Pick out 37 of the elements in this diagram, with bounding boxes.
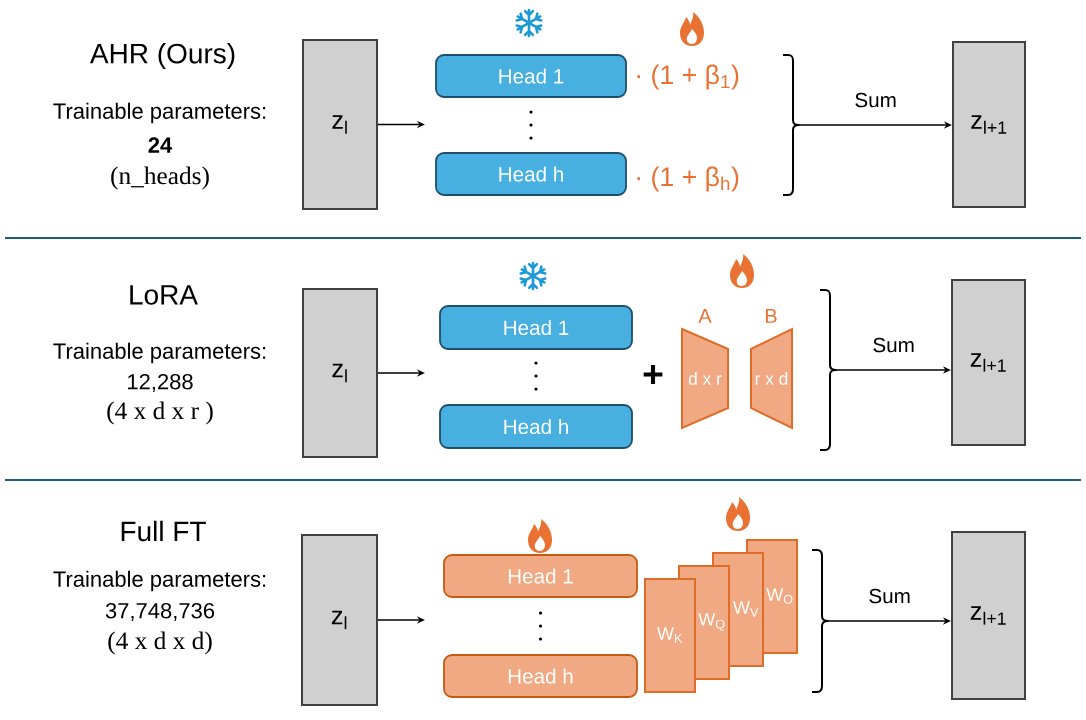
formula-text: (4 x d x d) [108,631,212,655]
vector-box: z$_{l+1}$ [951,279,1026,446]
section-heading: LoRA [130,285,198,305]
head-box: Head 1 [435,54,627,98]
vector-box: z$_{l}$ [301,534,378,706]
parameter-count: 37,748,736 [105,602,215,622]
parameter-label: Trainable parameters: [53,342,266,364]
brace [819,289,837,451]
vector-box: z$_{l+1}$ [952,41,1026,208]
multiplier-text: · (1 + β$_{h}$) [637,166,739,192]
parameter-label: Trainable parameters: [53,570,266,592]
multiplier-text: · (1 + β$_{1}$) [637,64,739,90]
head-box: Head h [443,654,638,698]
formula-text: (4 x d x r ) [107,401,213,425]
matrix-card: W$_{K}$ [644,578,696,693]
head-box: Head h [435,152,627,196]
edge-label: Sum [853,91,899,109]
parameter-count: 24 [148,137,173,153]
section-heading: Full FT [121,520,206,542]
parameter-label: Trainable parameters: [53,102,266,124]
matrix-trapezoid: r x d [750,327,793,430]
head-box: Head 1 [443,554,638,598]
matrix-letter: B [765,309,777,323]
section-heading: AHR (Ours) [89,42,235,70]
edge-label: Sum [867,587,913,605]
matrix-letter: A [698,309,712,323]
brace [782,54,800,196]
vector-box: z$_{l}$ [302,288,378,458]
brace [811,549,829,693]
vector-box: z$_{l+1}$ [951,531,1026,700]
plus-sign: + [643,365,663,384]
head-box: Head 1 [439,305,633,350]
parameter-count: 12,288 [128,373,193,393]
vector-box: z$_{l}$ [302,39,378,210]
edge-label: Sum [871,336,917,354]
formula-text: (n_heads) [111,166,209,190]
head-box: Head h [439,404,633,449]
